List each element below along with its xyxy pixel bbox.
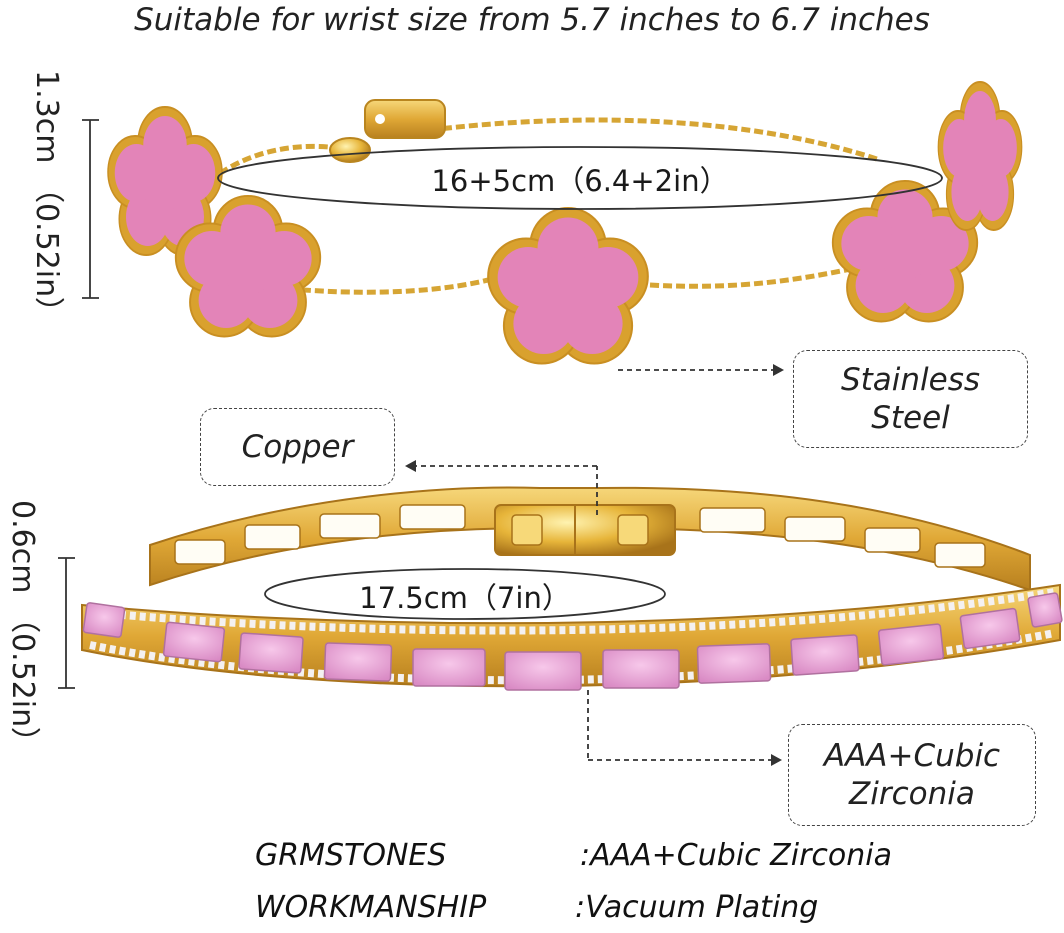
stainless-steel-line2: Steel: [871, 400, 950, 436]
spec-value-stones: :AAA+Cubic Zirconia: [580, 838, 892, 873]
zirconia-callout: AAA+Cubic Zirconia: [788, 724, 1036, 826]
top-height-label: 1.3cm （0.52in）: [29, 70, 64, 328]
stainless-steel-callout: Stainless Steel: [793, 350, 1028, 448]
zirconia-line1: AAA+Cubic: [823, 738, 1001, 774]
stainless-steel-line1: Stainless: [840, 362, 981, 398]
spec-value-workmanship: :Vacuum Plating: [575, 890, 819, 925]
headline: Suitable for wrist size from 5.7 inches …: [134, 2, 930, 38]
bottom-length-label: 17.5cm（7in）: [359, 581, 571, 615]
bottom-bracelet: [81, 486, 1063, 691]
top-length-label: 16+5cm（6.4+2in）: [431, 164, 729, 198]
spec-name-stones: GRMSTONES: [255, 838, 447, 873]
top-bracelet: [107, 81, 1023, 365]
copper-callout: Copper: [200, 408, 395, 486]
bottom-height-label: 0.6cm （0.52in）: [5, 500, 40, 758]
spec-name-workmanship: WORKMANSHIP: [255, 890, 487, 925]
zirconia-line2: Zirconia: [849, 776, 975, 812]
